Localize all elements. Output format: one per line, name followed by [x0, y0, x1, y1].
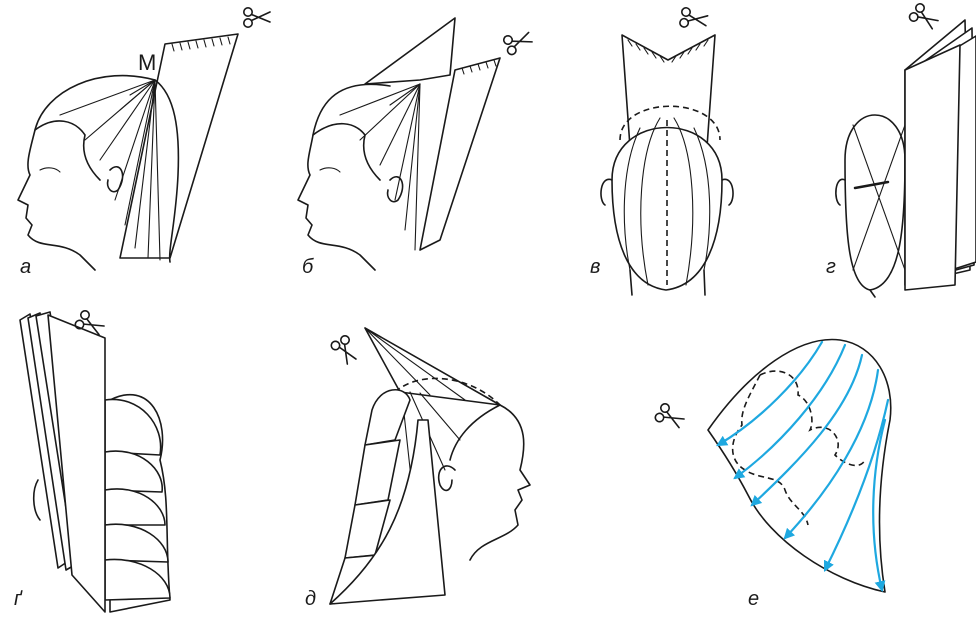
- scissors-icon: [244, 8, 270, 27]
- figure-label-d: д: [305, 588, 316, 611]
- figure-g2: [20, 309, 170, 612]
- scissors-icon: [503, 29, 534, 56]
- hair-section-card: [905, 45, 960, 290]
- figure-d: [330, 328, 530, 604]
- scissors-icon: [679, 7, 708, 31]
- hair-section-card: [420, 58, 500, 250]
- figure-g: [836, 2, 976, 297]
- figure-e: [654, 340, 891, 592]
- head-outline: [708, 340, 891, 592]
- scissors-icon: [908, 2, 941, 33]
- figure-label-b: б: [302, 256, 313, 279]
- figure-label-g2: ґ: [14, 588, 21, 611]
- figure-label-e: е: [748, 588, 759, 611]
- head-back-view: [845, 115, 905, 290]
- figure-label-v: в: [590, 256, 600, 279]
- figure-b: [298, 18, 534, 270]
- figure-label-a: а: [20, 256, 31, 279]
- scissors-icon: [330, 334, 360, 366]
- figure-v: [601, 7, 733, 295]
- scissors-icon: [654, 402, 686, 432]
- figure-a: [18, 8, 270, 270]
- point-m-label: М: [138, 50, 156, 76]
- figure-label-g: г: [826, 256, 836, 279]
